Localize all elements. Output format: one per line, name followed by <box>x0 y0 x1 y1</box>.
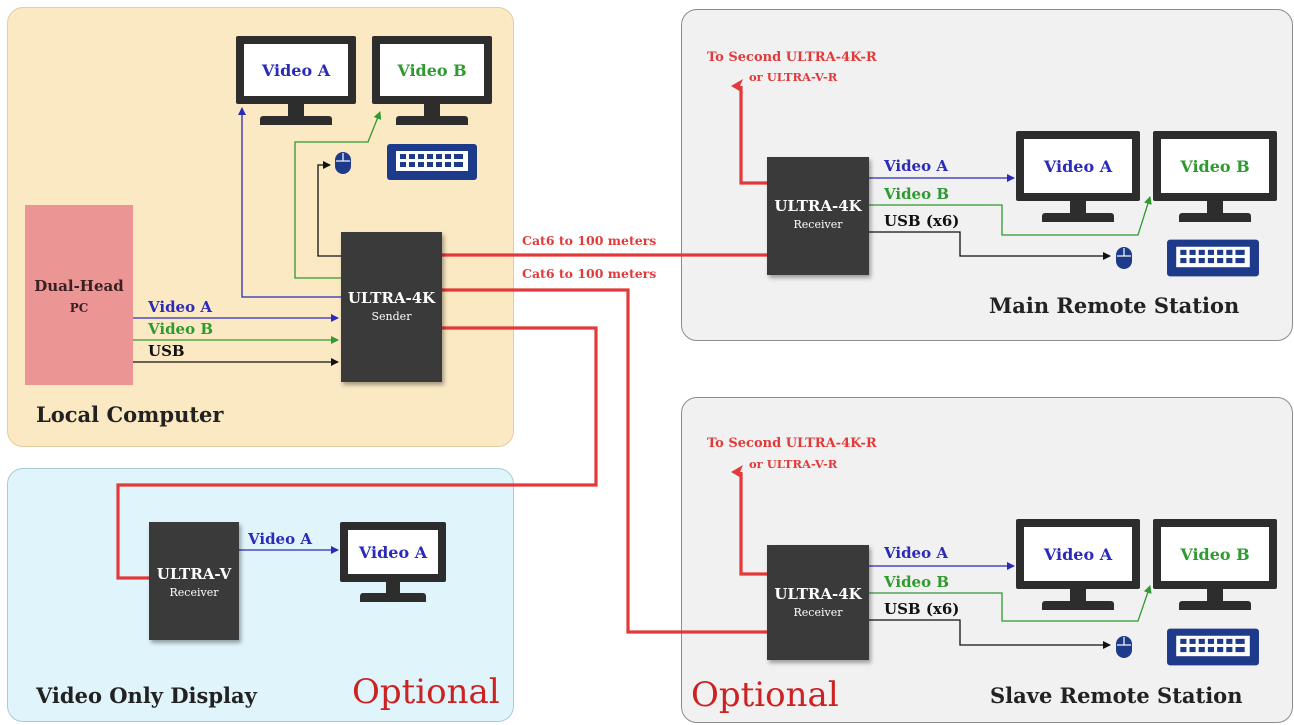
optional-left-label: Optional <box>352 672 500 712</box>
pc-label-line1: Dual-Head <box>34 277 124 295</box>
pc-label-line2: PC <box>69 301 89 315</box>
pc-video-b-label: Video B <box>148 320 214 338</box>
local-video-b-line <box>294 111 382 279</box>
video-only-display-panel <box>7 468 514 722</box>
main-usb-label: USB (x6) <box>884 212 960 230</box>
optional-right-label: Optional <box>691 675 839 715</box>
sender-label: ULTRA-4K <box>347 289 436 307</box>
main-second-receiver-line1: To Second ULTRA-4K-R <box>707 50 877 65</box>
cat6-label-2: Cat6 to 100 meters <box>522 266 657 281</box>
slave-remote-station-title: Slave Remote Station <box>990 683 1243 708</box>
slave-mouse-icon <box>1116 636 1132 658</box>
slave-second-receiver-line1: To Second ULTRA-4K-R <box>707 436 877 451</box>
slave-keyboard-icon <box>1167 628 1259 666</box>
ultra-4k-sender: ULTRA-4K Sender <box>341 232 442 382</box>
video-only-display-title: Video Only Display <box>36 683 257 708</box>
main-monitor-video-b: Video B <box>1153 131 1277 223</box>
local-monitor-video-a: Video A <box>236 36 356 126</box>
main-mouse-icon <box>1116 247 1132 269</box>
slave-usb-line <box>869 619 1111 649</box>
local-monitor-video-b: Video B <box>372 36 492 126</box>
slave-second-receiver-arrow <box>731 465 767 576</box>
local-keyboard-icon <box>387 144 477 180</box>
main-video-a-label: Video A <box>884 157 948 175</box>
video-only-monitor-a-label: Video A <box>358 542 428 562</box>
video-only-monitor-video-a: Video A <box>340 522 446 604</box>
ultra-v-receiver: ULTRA-V Receiver <box>149 522 239 640</box>
local-monitor-a-label: Video A <box>261 60 331 80</box>
slave-video-b-line <box>869 585 1152 622</box>
local-mouse-icon <box>335 152 351 174</box>
local-usb-line <box>317 161 341 257</box>
slave-monitor-b-label: Video B <box>1180 544 1250 564</box>
slave-receiver-label: ULTRA-4K <box>774 585 862 603</box>
slave-monitor-a-label: Video A <box>1043 544 1113 564</box>
main-monitor-b-label: Video B <box>1180 156 1250 176</box>
slave-receiver-sublabel: Receiver <box>793 606 843 619</box>
ultra-v-sublabel: Receiver <box>169 586 219 599</box>
main-ultra-4k-receiver: ULTRA-4K Receiver <box>767 157 869 275</box>
main-second-receiver-line2: or ULTRA-V-R <box>749 70 838 84</box>
cat6-label-1: Cat6 to 100 meters <box>522 233 657 248</box>
local-video-a-line <box>238 107 341 298</box>
slave-second-receiver-line2: or ULTRA-V-R <box>749 457 838 471</box>
ultra-v-label: ULTRA-V <box>156 565 232 583</box>
dual-head-pc-box: Dual-Head PC <box>25 205 133 385</box>
slave-ultra-4k-receiver: ULTRA-4K Receiver <box>767 545 869 660</box>
main-monitor-a-label: Video A <box>1043 156 1113 176</box>
pc-video-a-label: Video A <box>148 298 212 316</box>
video-only-video-a-label: Video A <box>248 530 312 548</box>
pc-usb-label: USB <box>148 342 185 360</box>
sender-sublabel: Sender <box>371 310 412 323</box>
slave-usb-label: USB (x6) <box>884 600 960 618</box>
main-remote-station-title: Main Remote Station <box>989 293 1240 318</box>
slave-monitor-video-b: Video B <box>1153 519 1277 611</box>
slave-video-a-label: Video A <box>884 544 948 562</box>
main-video-b-line <box>869 196 1152 236</box>
main-monitor-video-a: Video A <box>1016 131 1140 223</box>
main-second-receiver-arrow <box>731 79 767 185</box>
main-keyboard-icon <box>1167 239 1259 277</box>
cat6-video-only-cable <box>116 326 598 580</box>
local-monitor-b-label: Video B <box>397 60 467 80</box>
cat6-slave-cable <box>442 288 767 634</box>
main-receiver-sublabel: Receiver <box>793 218 843 231</box>
local-computer-title: Local Computer <box>36 402 224 427</box>
main-video-b-label: Video B <box>884 185 950 203</box>
main-receiver-label: ULTRA-4K <box>774 197 862 215</box>
slave-monitor-video-a: Video A <box>1016 519 1140 611</box>
main-usb-line <box>869 231 1111 260</box>
slave-video-b-label: Video B <box>884 573 950 591</box>
